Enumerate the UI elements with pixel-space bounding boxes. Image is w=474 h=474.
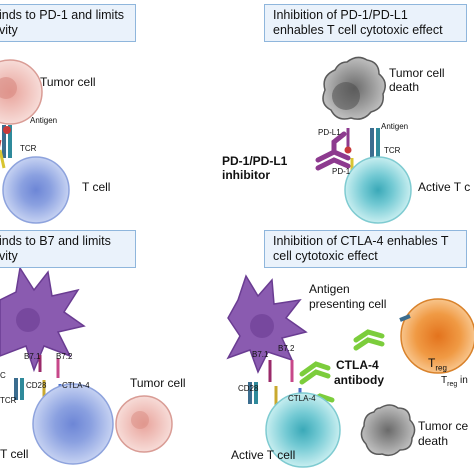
bl-t-cell-label: T cell bbox=[0, 447, 29, 461]
tr-dead-tumor-cell bbox=[322, 56, 386, 120]
br-active-t-cell-label: Active T cell bbox=[231, 448, 296, 462]
tl-tumor-cell bbox=[0, 59, 43, 125]
panel-title-bottom-left: inds to B7 and limits vity bbox=[0, 230, 136, 268]
br-cd28-label: CD28 bbox=[238, 384, 259, 393]
bl-c-label: C bbox=[0, 371, 6, 380]
bl-tumor-cell bbox=[115, 395, 173, 453]
br-ctla4-label: CTLA-4 bbox=[288, 394, 316, 403]
br-antibody-label-1: CTLA-4 bbox=[336, 358, 379, 372]
panel-title-line1: inds to PD-1 and limits bbox=[0, 8, 125, 22]
bl-t-cell bbox=[32, 383, 114, 465]
tl-antigen-label: Antigen bbox=[30, 116, 58, 125]
br-active-t-cell bbox=[265, 392, 341, 468]
panel-title-line2: vity bbox=[0, 23, 18, 37]
panel-title-top-left: inds to PD-1 and limits vity bbox=[0, 4, 136, 42]
tr-tumor-death-label-2: death bbox=[389, 80, 420, 94]
tr-tcr-label: TCR bbox=[384, 146, 401, 155]
br-apc-label-2: presenting cell bbox=[309, 297, 387, 311]
br-b71-label: B7.1 bbox=[252, 350, 269, 359]
br-tumor-death-label-2: death bbox=[418, 434, 449, 448]
tr-inhibitor-label-2: inhibitor bbox=[222, 168, 270, 182]
panel-title-bottom-right: Inhibition of CTLA-4 enhables T cell cyt… bbox=[264, 230, 467, 268]
bl-tcr-label: TCR bbox=[0, 396, 17, 405]
tr-antigen-label: Antigen bbox=[381, 122, 409, 131]
br-treg-sub: reg bbox=[435, 363, 447, 373]
br-apc-cell bbox=[226, 274, 308, 374]
bl-tumor-cell-label: Tumor cell bbox=[130, 376, 186, 390]
panel-title-line1: inds to B7 and limits bbox=[0, 234, 111, 248]
bl-cd28-label: CD28 bbox=[26, 381, 47, 390]
tr-active-t-cell-label: Active T c bbox=[418, 180, 471, 194]
tr-tumor-death-label-1: Tumor cell bbox=[389, 66, 445, 80]
bl-b72-label: B7.2 bbox=[56, 352, 73, 361]
panel-title-line2: vity bbox=[0, 249, 18, 263]
br-treg2-sub: reg bbox=[447, 381, 458, 388]
tl-tumor-cell-label: Tumor cell bbox=[40, 75, 96, 89]
tl-t-cell-label: T cell bbox=[82, 180, 111, 194]
br-b72-label: B7.2 bbox=[278, 344, 295, 353]
tr-pd1-inhibitor bbox=[315, 131, 351, 171]
tr-pdl1-label: PD-L1 bbox=[318, 128, 341, 137]
bl-ctla4-label: CTLA-4 bbox=[62, 381, 90, 390]
br-tumor-death-label-1: Tumor ce bbox=[418, 419, 469, 433]
tr-inhibitor-label-1: PD-1/PD-L1 bbox=[222, 154, 288, 168]
br-treg-label: Treg bbox=[428, 357, 447, 374]
br-treg-inhibit-label: Treg in bbox=[441, 375, 468, 391]
br-treg2-rest: in bbox=[457, 375, 468, 386]
tl-t-cell bbox=[2, 156, 70, 224]
panel-title-line2: enhables T cell cytotoxic effect bbox=[273, 23, 443, 37]
br-apc-label-1: Antigen bbox=[309, 282, 350, 296]
br-treg-T: T bbox=[428, 356, 436, 370]
br-treg-cell bbox=[399, 298, 474, 374]
br-dead-tumor-cell bbox=[360, 404, 416, 457]
panel-title-line2: cell cytotoxic effect bbox=[273, 249, 378, 263]
bl-apc-cell bbox=[0, 265, 86, 373]
tl-antigen-tcr bbox=[0, 125, 12, 169]
panel-title-line1: Inhibition of PD-1/PD-L1 bbox=[273, 8, 408, 22]
br-antibody-label-2: antibody bbox=[334, 373, 384, 387]
tr-pd1-label: PD-1 bbox=[332, 167, 351, 176]
panel-title-top-right: Inhibition of PD-1/PD-L1 enhables T cell… bbox=[264, 4, 467, 42]
tr-active-t-cell bbox=[344, 156, 412, 224]
tl-tcr-label: TCR bbox=[20, 144, 37, 153]
br-treg2-T: T bbox=[441, 375, 448, 386]
bl-b71-label: B7.1 bbox=[24, 352, 41, 361]
panel-title-line1: Inhibition of CTLA-4 enhables T bbox=[273, 234, 449, 248]
